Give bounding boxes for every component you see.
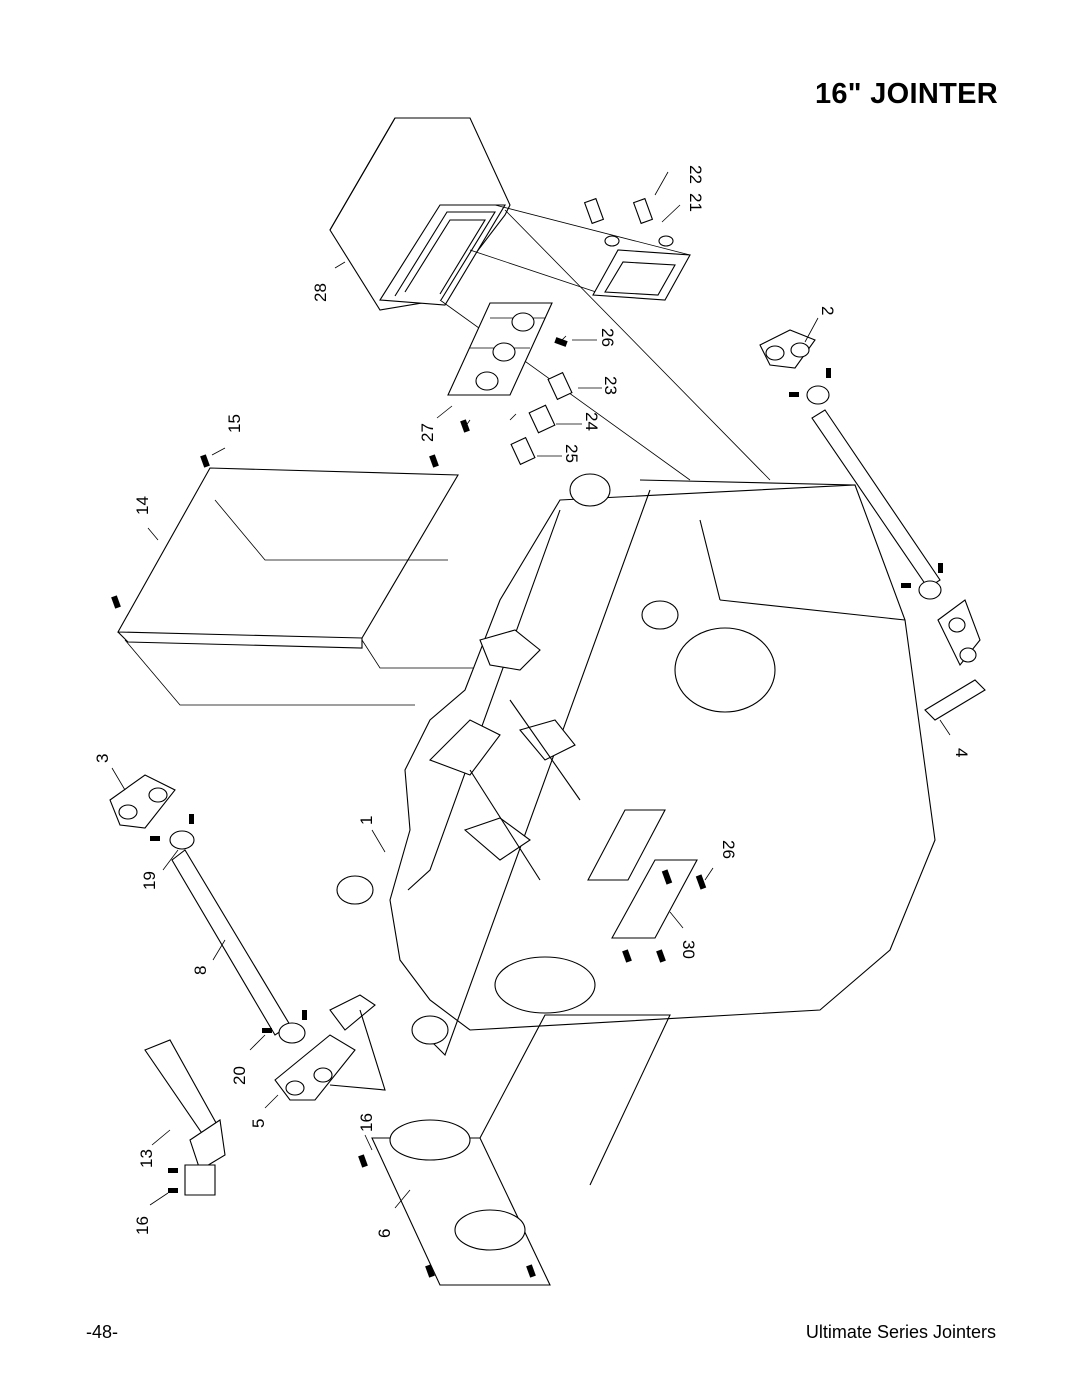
callout-24: 24 <box>582 412 601 431</box>
callout-19: 19 <box>140 871 159 890</box>
dust-chute <box>144 1039 226 1196</box>
callout-6: 6 <box>375 1229 394 1238</box>
callout-leaders <box>111 171 951 1209</box>
callout-4: 4 <box>952 748 971 757</box>
footer-title: Ultimate Series Jointers <box>805 1322 996 1342</box>
callout-8: 8 <box>191 966 210 975</box>
bracket-4 <box>924 599 986 721</box>
shaft-8 <box>171 849 306 1044</box>
callout-1: 1 <box>357 816 376 825</box>
callout-25: 25 <box>562 444 581 463</box>
motor-enclosure <box>329 117 771 481</box>
bolt-21 <box>632 197 674 247</box>
callout-15: 15 <box>225 414 244 433</box>
bolt-22 <box>583 197 620 247</box>
callout-16b: 16 <box>133 1216 152 1235</box>
callout-21: 21 <box>686 193 705 212</box>
page-title: 16" JOINTER <box>814 78 998 110</box>
callout-28: 28 <box>311 283 330 302</box>
callout-23: 23 <box>601 376 620 395</box>
callout-27: 27 <box>418 423 437 442</box>
callout-26b: 26 <box>719 840 738 859</box>
motor-flange <box>583 197 691 301</box>
callout-22: 22 <box>686 165 705 184</box>
callout-14: 14 <box>133 496 152 515</box>
eccentric-2 <box>759 329 942 600</box>
callout-2: 2 <box>818 306 837 315</box>
callout-30: 30 <box>679 940 698 959</box>
eccentric-5 <box>274 994 386 1101</box>
callout-5: 5 <box>249 1119 268 1128</box>
callout-13: 13 <box>137 1149 156 1168</box>
access-panel <box>371 1014 671 1286</box>
screws <box>111 337 943 1278</box>
rail-assembly <box>336 473 679 1045</box>
callout-20: 20 <box>230 1066 249 1085</box>
callout-16a: 16 <box>357 1113 376 1132</box>
jointer-base <box>389 479 936 1057</box>
eccentric-3 <box>109 774 195 850</box>
cabinet-side-panel <box>117 467 500 706</box>
callout-labels: 28 22 21 2 26 23 24 25 27 15 14 4 3 1 26… <box>93 165 971 1238</box>
page-number: -48- <box>86 1322 119 1342</box>
callout-26a: 26 <box>598 328 617 347</box>
switch-panel <box>447 302 573 466</box>
cover-plate-30 <box>587 809 698 939</box>
callout-3: 3 <box>93 754 112 763</box>
